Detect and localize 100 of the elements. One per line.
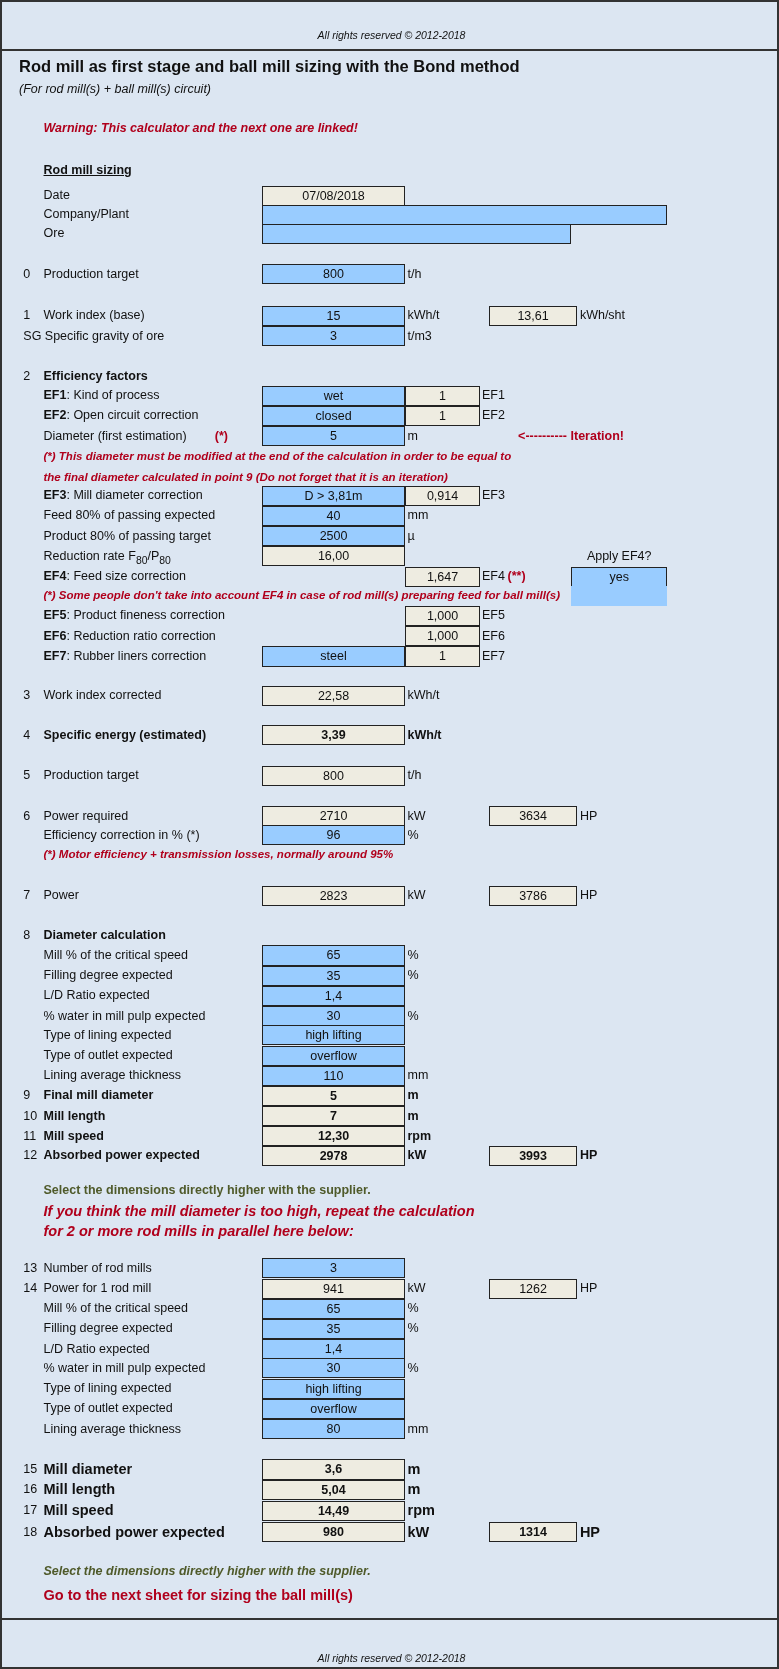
instruction-text: Go to the next sheet for sizing the ball mill(s) bbox=[43, 1585, 353, 1605]
unit-label: % bbox=[407, 967, 419, 985]
output-cell: 12,30 bbox=[261, 1126, 406, 1147]
field-label: Company/Plant bbox=[43, 206, 129, 224]
output-cell: 3786 bbox=[489, 885, 577, 906]
unit-label: kW bbox=[407, 1522, 430, 1542]
output-cell: 22,58 bbox=[261, 685, 406, 706]
field-label: Specific energy (estimated) bbox=[43, 726, 207, 744]
unit-label: EF7 bbox=[482, 647, 505, 665]
row-number: 11 bbox=[23, 1127, 37, 1145]
unit-label: % bbox=[407, 1320, 419, 1338]
field-label: Efficiency correction in % (*) bbox=[43, 826, 200, 844]
output-cell: 2710 bbox=[261, 806, 406, 827]
output-cell: 0,914 bbox=[405, 485, 480, 506]
field-label: Power bbox=[43, 887, 79, 905]
field-label: Efficiency factors bbox=[43, 368, 148, 385]
unit-label: % bbox=[407, 1359, 419, 1377]
field-label: Final mill diameter bbox=[43, 1087, 154, 1105]
field-label: Mill % of the critical speed bbox=[43, 1300, 188, 1318]
field-label: Lining average thickness bbox=[43, 1067, 182, 1085]
field-label: Mill length bbox=[43, 1480, 116, 1500]
output-cell: 2978 bbox=[261, 1145, 406, 1166]
input-cell: 800 bbox=[261, 264, 406, 285]
unit-label: HP bbox=[579, 1147, 598, 1164]
input-cell: closed bbox=[261, 405, 406, 427]
field-label: Mill diameter bbox=[43, 1459, 133, 1479]
input-cell: overflow bbox=[261, 1045, 406, 1066]
field-label: EF2: Open circuit correction bbox=[43, 407, 199, 425]
subtitle: (For rod mill(s) + ball mill(s) circuit) bbox=[19, 80, 212, 98]
copyright-text: All rights reserved © 2012-2018 bbox=[317, 28, 466, 44]
output-cell: 800 bbox=[261, 765, 406, 786]
input-cell: 40 bbox=[261, 505, 406, 527]
output-cell: 3,39 bbox=[261, 725, 406, 746]
row-number: 18 bbox=[23, 1523, 38, 1541]
field-label: Mill length bbox=[43, 1107, 106, 1125]
field-label: EF4: Feed size correction bbox=[43, 568, 186, 585]
output-cell: 1,000 bbox=[405, 605, 480, 627]
unit-label: mm bbox=[407, 1420, 429, 1438]
unit-label: kWh/t bbox=[407, 307, 440, 325]
row-number: 3 bbox=[23, 687, 31, 705]
unit-label: EF1 bbox=[482, 387, 505, 405]
instruction-text: Select the dimensions directly higher with the supplier. bbox=[43, 1563, 371, 1581]
input-cell: high lifting bbox=[261, 1025, 406, 1046]
unit-label: kW bbox=[407, 887, 426, 905]
unit-label: % bbox=[407, 826, 419, 844]
field-label: EF5: Product fineness correction bbox=[43, 607, 225, 625]
unit-label: µ bbox=[407, 527, 415, 545]
unit-label: m bbox=[407, 1480, 421, 1500]
unit-label: kWh/sht bbox=[579, 307, 626, 325]
field-label: Mill % of the critical speed bbox=[43, 946, 188, 964]
row-number: 17 bbox=[23, 1502, 38, 1520]
row-number: 10 bbox=[23, 1107, 38, 1125]
section-heading: Rod mill sizing bbox=[43, 161, 132, 179]
input-cell: 3 bbox=[261, 326, 406, 347]
field-label: EF1: Kind of process bbox=[43, 387, 160, 405]
field-label: % water in mill pulp expected bbox=[43, 1007, 206, 1025]
field-label: Number of rod mills bbox=[43, 1259, 152, 1277]
note-text: (*) Motor efficiency + transmission losses, normally around 95% bbox=[43, 846, 394, 862]
input-cell: 30 bbox=[261, 1358, 406, 1379]
field-label: EF6: Reduction ratio correction bbox=[43, 627, 216, 645]
unit-label: HP bbox=[579, 1522, 601, 1542]
field-label: Reduction rate F$_{80}$/P$_{80}$ bbox=[43, 547, 171, 568]
output-cell: 14,49 bbox=[261, 1500, 406, 1522]
output-cell: 13,61 bbox=[489, 305, 577, 326]
unit-label: HP bbox=[579, 1280, 598, 1297]
field-label: Lining average thickness bbox=[43, 1420, 182, 1438]
input-cell: high lifting bbox=[261, 1378, 406, 1399]
unit-label: mm bbox=[407, 1067, 429, 1085]
row-number: 0 bbox=[23, 265, 31, 283]
unit-label: kWh/t bbox=[407, 726, 442, 744]
field-label: Product 80% of passing target bbox=[43, 527, 211, 545]
field-label: Filling degree expected bbox=[43, 1320, 173, 1338]
unit-label: HP bbox=[579, 807, 598, 825]
input-cell: 110 bbox=[261, 1065, 406, 1086]
unit-label: rpm bbox=[407, 1127, 432, 1145]
field-label: EF3: Mill diameter correction bbox=[43, 487, 203, 505]
unit-label: % bbox=[407, 1007, 419, 1025]
output-cell: 3634 bbox=[489, 806, 577, 827]
unit-label: t/h bbox=[407, 767, 422, 784]
field-label: Feed 80% of passing expected bbox=[43, 507, 216, 525]
input-cell: 1,4 bbox=[261, 1339, 406, 1360]
row-number: 13 bbox=[23, 1259, 38, 1277]
row-number: 12 bbox=[23, 1147, 38, 1164]
unit-label: kWh/t bbox=[407, 687, 440, 705]
input-cell: 80 bbox=[261, 1419, 406, 1440]
row-number: 1 bbox=[23, 307, 31, 325]
input-cell bbox=[261, 204, 668, 225]
input-cell: 65 bbox=[261, 945, 406, 966]
field-label: Mill speed bbox=[43, 1501, 114, 1521]
unit-label: mm bbox=[407, 507, 429, 525]
copyright-text: All rights reserved © 2012-2018 bbox=[317, 1651, 466, 1667]
unit-label: m bbox=[407, 1459, 421, 1479]
output-cell: 1 bbox=[405, 646, 480, 667]
field-label: Filling degree expected bbox=[43, 967, 173, 985]
unit-label: m bbox=[407, 1087, 419, 1105]
unit-label: kW bbox=[407, 1280, 426, 1297]
row-number: 9 bbox=[23, 1087, 31, 1105]
output-cell: 3993 bbox=[489, 1145, 577, 1166]
row-number: SG Specific gravity of ore bbox=[23, 327, 165, 345]
field-label: Work index corrected bbox=[43, 687, 162, 705]
